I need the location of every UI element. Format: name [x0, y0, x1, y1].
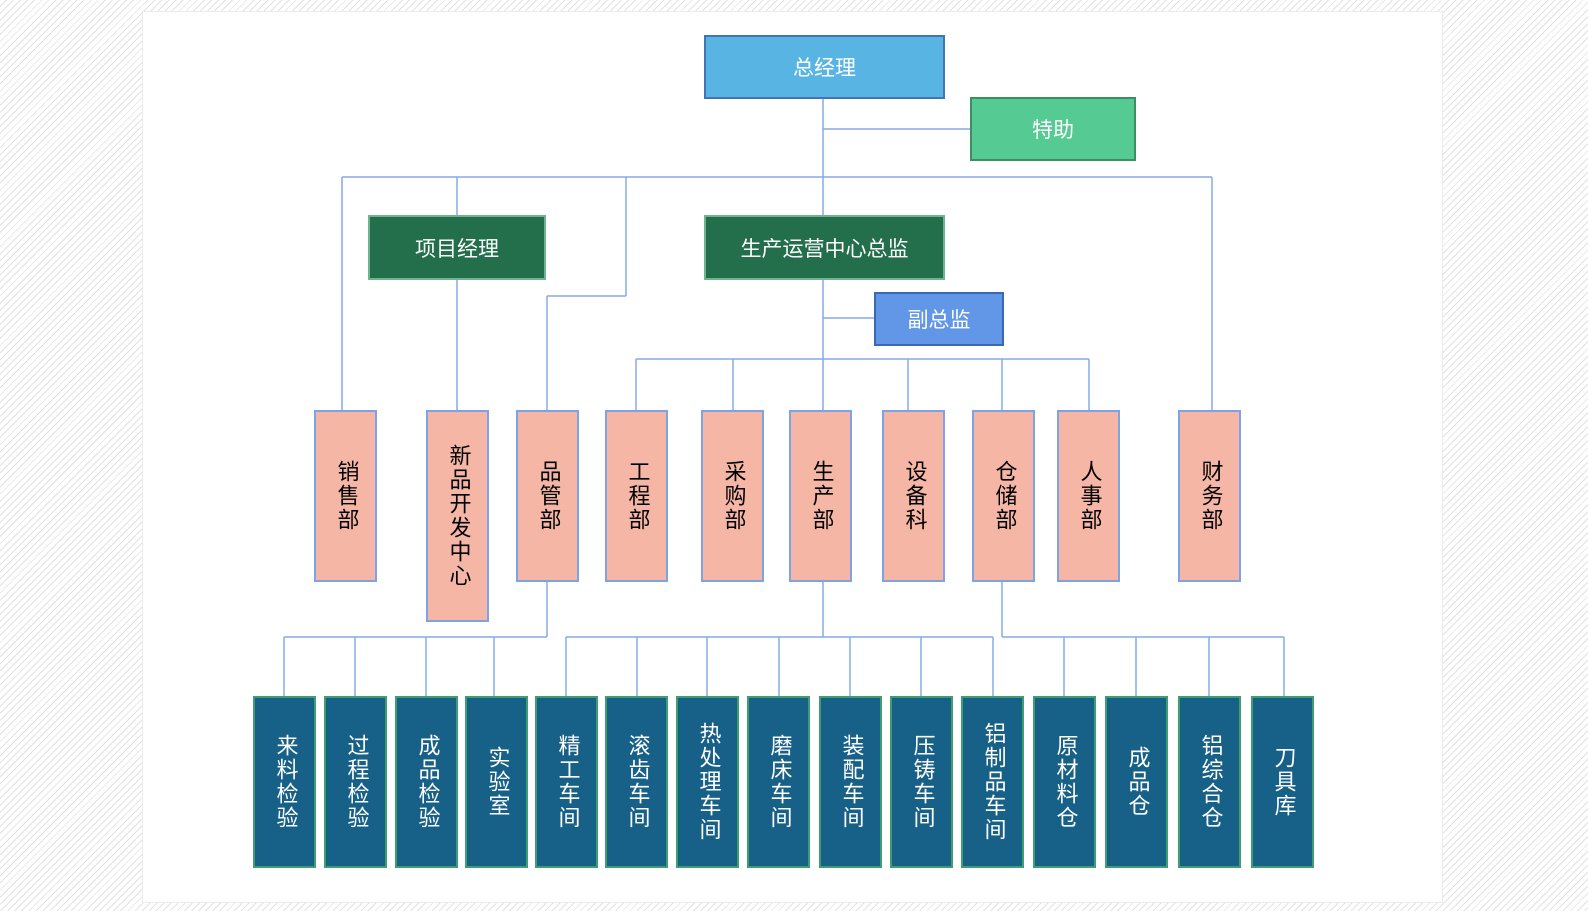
unit-label: 铝制品车间 — [980, 722, 1006, 842]
unit-label: 铝综合仓 — [1197, 734, 1223, 830]
dept-new-product[interactable]: 新品开发中心 — [426, 410, 489, 622]
vice-director-label: 副总监 — [907, 308, 971, 332]
unit-raw-material-warehouse[interactable]: 原材料仓 — [1033, 696, 1096, 868]
unit-process-inspection[interactable]: 过程检验 — [324, 696, 387, 868]
unit-aluminum-workshop[interactable]: 铝制品车间 — [961, 696, 1024, 868]
unit-label: 热处理车间 — [695, 722, 721, 842]
dept-label: 生产部 — [808, 460, 834, 532]
dept-label: 工程部 — [624, 460, 650, 532]
dept-label: 新品开发中心 — [445, 444, 471, 588]
unit-grinding-workshop[interactable]: 磨床车间 — [747, 696, 810, 868]
assistant-label: 特助 — [1032, 118, 1074, 142]
unit-assembly-workshop[interactable]: 装配车间 — [819, 696, 882, 868]
dept-equipment[interactable]: 设备科 — [882, 410, 945, 582]
unit-label: 装配车间 — [838, 734, 864, 830]
ceo-label: 总经理 — [793, 56, 856, 80]
dept-finance[interactable]: 财务部 — [1178, 410, 1241, 582]
unit-label: 磨床车间 — [766, 734, 792, 830]
dept-label: 销售部 — [333, 460, 359, 532]
unit-label: 精工车间 — [554, 734, 580, 830]
unit-heat-treatment-workshop[interactable]: 热处理车间 — [676, 696, 739, 868]
unit-tool-storage[interactable]: 刀具库 — [1251, 696, 1314, 868]
unit-label: 成品检验 — [414, 734, 440, 830]
production-director-node[interactable]: 生产运营中心总监 — [704, 215, 945, 280]
unit-laboratory[interactable]: 实验室 — [465, 696, 528, 868]
unit-aluminum-warehouse[interactable]: 铝综合仓 — [1178, 696, 1241, 868]
dept-sales[interactable]: 销售部 — [314, 410, 377, 582]
unit-label: 刀具库 — [1270, 746, 1296, 818]
production-director-label: 生产运营中心总监 — [740, 236, 909, 261]
dept-label: 人事部 — [1076, 460, 1102, 532]
dept-quality[interactable]: 品管部 — [516, 410, 579, 582]
unit-final-inspection[interactable]: 成品检验 — [395, 696, 458, 868]
dept-engineering[interactable]: 工程部 — [605, 410, 668, 582]
dept-hr[interactable]: 人事部 — [1057, 410, 1120, 582]
unit-die-casting-workshop[interactable]: 压铸车间 — [890, 696, 953, 868]
unit-label: 成品仓 — [1124, 746, 1150, 818]
dept-label: 财务部 — [1197, 460, 1223, 532]
dept-purchasing[interactable]: 采购部 — [701, 410, 764, 582]
unit-finished-goods-warehouse[interactable]: 成品仓 — [1105, 696, 1168, 868]
unit-precision-workshop[interactable]: 精工车间 — [535, 696, 598, 868]
project-manager-node[interactable]: 项目经理 — [368, 215, 546, 280]
ceo-node[interactable]: 总经理 — [704, 35, 945, 99]
dept-label: 品管部 — [535, 460, 561, 532]
unit-label: 原材料仓 — [1052, 734, 1078, 830]
unit-label: 压铸车间 — [909, 734, 935, 830]
dept-label: 设备科 — [901, 460, 927, 532]
unit-label: 过程检验 — [343, 734, 369, 830]
dept-label: 仓储部 — [991, 460, 1017, 532]
assistant-node[interactable]: 特助 — [970, 97, 1136, 161]
unit-label: 滚齿车间 — [624, 734, 650, 830]
project-manager-label: 项目经理 — [415, 236, 499, 261]
vice-director-node[interactable]: 副总监 — [874, 292, 1004, 346]
unit-label: 实验室 — [484, 746, 510, 818]
dept-label: 采购部 — [720, 460, 746, 532]
unit-incoming-inspection[interactable]: 来料检验 — [253, 696, 316, 868]
unit-label: 来料检验 — [272, 734, 298, 830]
unit-hobbing-workshop[interactable]: 滚齿车间 — [605, 696, 668, 868]
dept-warehouse[interactable]: 仓储部 — [972, 410, 1035, 582]
dept-production[interactable]: 生产部 — [789, 410, 852, 582]
